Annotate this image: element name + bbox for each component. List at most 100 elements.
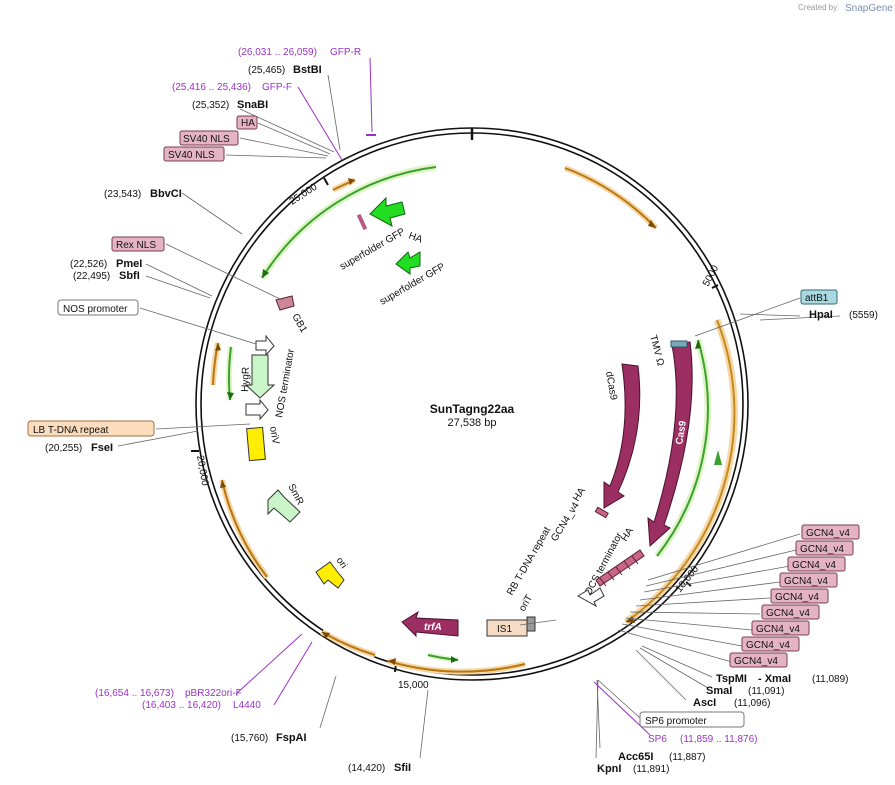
snapgene-logo-icon	[836, 3, 839, 12]
ha-label-top: HA	[407, 230, 424, 245]
label-nos-promoter: NOS promoter	[57, 299, 139, 316]
oriv-label: oriV	[267, 426, 281, 446]
svg-text:GFP-F: GFP-F	[262, 82, 292, 93]
trfa-arrow: trfA	[401, 610, 459, 638]
svg-text:GCN4_v4: GCN4_v4	[734, 656, 778, 667]
leader-lines	[117, 74, 841, 759]
svg-text:SP6: SP6	[648, 734, 667, 745]
label-sp6-promoter: SP6 promoter	[639, 711, 745, 728]
svg-text:5000: 5000	[701, 263, 721, 288]
label-pmei: (22,526) PmeI	[70, 258, 142, 270]
svg-text:15,000: 15,000	[398, 680, 429, 691]
svg-text:(14,420): (14,420)	[348, 763, 385, 774]
plasmid-length: 27,538 bp	[448, 417, 497, 429]
svg-text:(11,891): (11,891)	[633, 764, 670, 775]
gcn4-label-inner: GCN4_v4	[549, 500, 582, 543]
svg-text:(15,760): (15,760)	[231, 733, 268, 744]
svg-text:GCN4_v4: GCN4_v4	[775, 592, 819, 603]
svg-text:attB1: attB1	[805, 293, 829, 304]
svg-text:BstBI: BstBI	[293, 64, 322, 76]
svg-text:- XmaI: - XmaI	[758, 673, 791, 685]
svg-text:(16,654 .. 16,673): (16,654 .. 16,673)	[95, 688, 174, 699]
ori-label: ori	[334, 555, 349, 570]
svg-text:SnaBI: SnaBI	[237, 99, 268, 111]
label-sfii: (14,420) SfiI	[348, 762, 411, 774]
svg-text:L4440: L4440	[233, 700, 261, 711]
ha-mark-top	[356, 213, 368, 231]
superfolder-gfp-arrow-2	[395, 251, 421, 275]
svg-text:GCN4_v4: GCN4_v4	[784, 576, 828, 587]
svg-text:(26,031 .. 26,059): (26,031 .. 26,059)	[238, 47, 317, 58]
svg-text:GCN4_v4: GCN4_v4	[746, 640, 790, 651]
svg-text:FseI: FseI	[91, 442, 113, 454]
svg-text:SmaI: SmaI	[706, 685, 732, 697]
svg-text:AscI: AscI	[693, 697, 716, 709]
svg-text:Rex NLS: Rex NLS	[116, 240, 156, 251]
hygr-arrow	[244, 354, 276, 399]
svg-text:(11,887): (11,887)	[669, 752, 706, 763]
svg-text:(23,543): (23,543)	[104, 189, 141, 200]
label-sbfi: (22,495) SbfI	[73, 270, 140, 282]
is1-box: IS1	[486, 616, 536, 637]
svg-text:GCN4_v4: GCN4_v4	[800, 544, 844, 555]
superfolder-gfp-label-1: superfolder GFP	[338, 226, 407, 272]
svg-text:PmeI: PmeI	[116, 258, 142, 270]
label-sv40-nls-1: SV40 NLS	[179, 130, 239, 146]
label-kpni: KpnI (11,891)	[597, 763, 670, 775]
label-asci: AscI (11,096)	[693, 697, 771, 709]
label-sv40-nls-2: SV40 NLS	[163, 146, 225, 162]
svg-text:20,000: 20,000	[194, 455, 210, 487]
svg-text:(11,096): (11,096)	[734, 698, 771, 709]
svg-text:FspAI: FspAI	[276, 732, 307, 744]
plasmid-name: SunTagng22aa	[430, 402, 515, 416]
dcas9-label: dCas9	[603, 371, 619, 402]
green-orf-arcs	[225, 163, 722, 663]
label-hpai: HpaI (5559)	[809, 309, 878, 321]
label-smai: SmaI (11,091)	[706, 685, 785, 697]
hygr-label: HygR	[240, 367, 252, 392]
label-rex-nls: Rex NLS	[111, 236, 165, 252]
svg-text:(5559): (5559)	[849, 310, 878, 321]
svg-text:BbvCI: BbvCI	[150, 188, 182, 200]
svg-text:(11,091): (11,091)	[748, 686, 785, 697]
svg-text:SfiI: SfiI	[394, 762, 411, 774]
label-attb1: attB1	[800, 289, 838, 305]
nos-terminator-arrow	[245, 398, 269, 421]
label-gfp-f: (25,416 .. 25,436) GFP-F	[172, 82, 292, 93]
svg-text:TspMI: TspMI	[716, 673, 747, 685]
smr-arrow	[267, 489, 301, 523]
label-l4440: (16,403 .. 16,420) L4440	[142, 700, 261, 711]
svg-text:NOS promoter: NOS promoter	[63, 304, 128, 315]
svg-text:(22,526): (22,526)	[70, 259, 107, 270]
dcas9-arrow	[603, 363, 641, 509]
gb1-label: GB1	[289, 312, 309, 335]
svg-text:IS1: IS1	[497, 624, 512, 635]
orit-label: oriT	[517, 593, 535, 613]
tick-20000: 20,000	[191, 450, 210, 487]
tmv-label: TMV Ω	[647, 334, 666, 368]
snapgene-brand: SnapGene	[845, 3, 893, 14]
label-snabi: (25,352) SnaBI	[192, 99, 268, 111]
svg-text:GCN4_v4: GCN4_v4	[792, 560, 836, 571]
svg-text:(11,859 .. 11,876): (11,859 .. 11,876)	[680, 734, 757, 745]
ha-label-mid: HA	[571, 486, 588, 504]
label-fspai: (15,760) FspAI	[231, 732, 307, 744]
svg-text:GCN4_v4: GCN4_v4	[766, 608, 810, 619]
nos-terminator-label: NOS terminator	[274, 348, 297, 419]
label-ha-box: HA	[236, 115, 258, 130]
svg-text:pBR322ori-F: pBR322ori-F	[185, 688, 242, 699]
ocs-terminator-arrow	[577, 587, 605, 608]
oriv-box	[246, 426, 266, 462]
svg-text:(25,352): (25,352)	[192, 100, 229, 111]
gcn4-repeat-cluster	[595, 549, 645, 587]
superfolder-gfp-label-2: superfolder GFP	[378, 261, 447, 307]
label-lb-tdna: LB T-DNA repeat	[27, 420, 155, 437]
label-bsti: (25,465) BstBI	[248, 64, 322, 76]
svg-text:GCN4_v4: GCN4_v4	[806, 528, 850, 539]
label-tspmi-xmai: TspMI - XmaI (11,089)	[716, 673, 849, 685]
label-bbvci: (23,543) BbvCI	[104, 188, 182, 200]
svg-text:GFP-R: GFP-R	[330, 47, 361, 58]
svg-text:LB T-DNA repeat: LB T-DNA repeat	[33, 425, 109, 436]
ori-arrow	[315, 561, 345, 589]
